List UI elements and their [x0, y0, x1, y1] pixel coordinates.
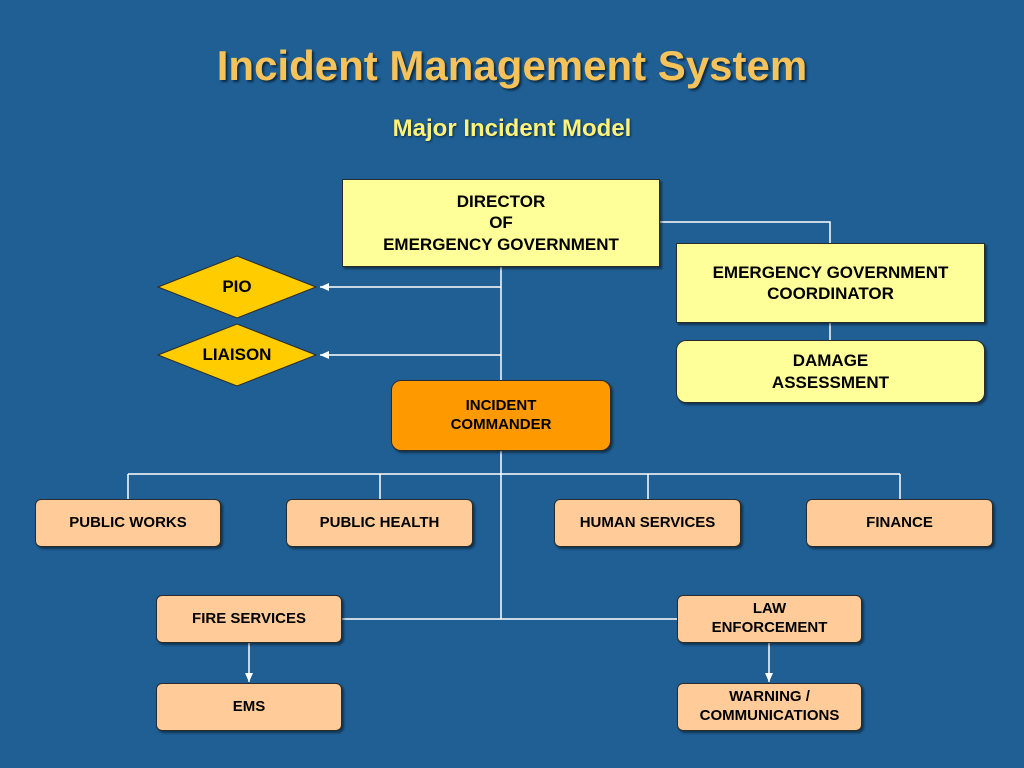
law-enforcement-box: LAW ENFORCEMENT — [677, 595, 862, 643]
page-subtitle: Major Incident Model — [392, 115, 632, 142]
law-line2: ENFORCEMENT — [711, 619, 828, 636]
liaison-diamond — [156, 323, 318, 387]
coordinator-box: EMERGENCY GOVERNMENT COORDINATOR — [676, 243, 985, 323]
coordinator-line2: COORDINATOR — [767, 284, 894, 303]
public-works-label: PUBLIC WORKS — [69, 513, 187, 531]
finance-label: FINANCE — [866, 513, 933, 531]
director-box: DIRECTOR OF EMERGENCY GOVERNMENT — [342, 179, 660, 267]
pio-label: PIO — [222, 277, 252, 296]
pio-diamond — [156, 255, 318, 319]
public-works-box: PUBLIC WORKS — [35, 499, 221, 547]
law-line1: LAW — [752, 600, 787, 618]
ems-box: EMS — [156, 683, 342, 731]
coordinator-line1: EMERGENCY GOVERNMENT — [712, 262, 949, 282]
damage-line2: ASSESSMENT — [771, 372, 890, 392]
fire-services-box: FIRE SERVICES — [156, 595, 342, 643]
public-health-label: PUBLIC HEALTH — [319, 513, 440, 531]
damage-line1: DAMAGE — [792, 351, 869, 371]
incident-commander-box: INCIDENT COMMANDER — [391, 380, 611, 451]
public-health-box: PUBLIC HEALTH — [286, 499, 473, 547]
warning-line2: COMMUNICATIONS — [699, 707, 840, 724]
liaison-label: LIAISON — [202, 345, 272, 364]
director-line3: EMERGENCY GOVERNMENT — [383, 234, 619, 254]
connector-director-coordinator — [660, 221, 831, 243]
human-services-label: HUMAN SERVICES — [579, 513, 716, 531]
warning-communications-box: WARNING / COMMUNICATIONS — [677, 683, 862, 731]
damage-assessment-box: DAMAGE ASSESSMENT — [676, 340, 985, 403]
commander-line2: COMMANDER — [450, 415, 552, 433]
commander-line1: INCIDENT — [465, 396, 537, 414]
fire-services-label: FIRE SERVICES — [192, 609, 306, 627]
ems-label: EMS — [232, 697, 266, 715]
human-services-box: HUMAN SERVICES — [554, 499, 741, 547]
director-line1: DIRECTOR — [456, 192, 546, 212]
director-line2: OF — [489, 213, 513, 233]
page-title: Incident Management System — [216, 42, 808, 89]
finance-box: FINANCE — [806, 499, 993, 547]
warning-line1: WARNING / — [729, 688, 810, 706]
